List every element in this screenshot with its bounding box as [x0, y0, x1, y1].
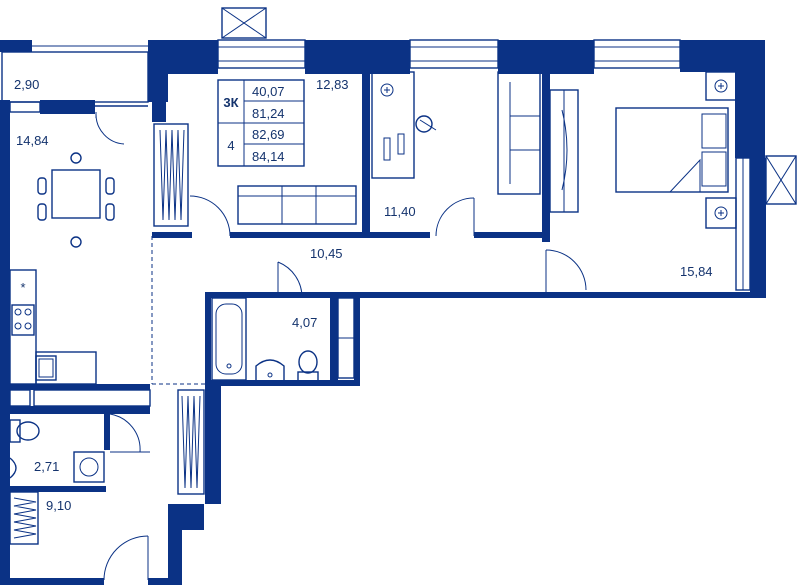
wall-bath-right	[354, 292, 360, 386]
room-area-bathroom: 4,07	[292, 315, 317, 330]
wall-study-bottom	[474, 232, 546, 238]
wall-living-left	[152, 72, 166, 122]
plan-info-table	[217, 79, 305, 167]
wall-top-corner	[680, 40, 740, 72]
plan-type-label: 3К	[223, 95, 238, 110]
window-bedroom	[593, 39, 681, 69]
wall-right-lower	[750, 158, 766, 298]
wall-entry-bottom-right	[148, 578, 182, 585]
wall-toilet-bottom	[10, 486, 106, 492]
wall-top-pier-2	[498, 40, 594, 74]
room-area-entry: 9,10	[46, 498, 71, 513]
chair-study-icon	[415, 115, 437, 133]
wall-toilet-right	[104, 414, 110, 450]
plan-area-total-full: 84,14	[252, 149, 285, 164]
door-toilet-icon	[109, 413, 150, 453]
wall-left	[0, 100, 10, 585]
room-area-study: 11,40	[384, 204, 416, 219]
room-area-balcony: 2,90	[14, 77, 39, 92]
window-balcony-kitchen	[9, 101, 41, 113]
fridge-icon: *	[20, 280, 25, 295]
dining-table-icon	[37, 152, 115, 248]
room-area-hall: 10,45	[310, 246, 343, 261]
washing-machine-icon	[73, 451, 105, 483]
vent-right-icon	[765, 155, 797, 205]
armchair-study-icon	[497, 71, 541, 195]
wall-balcony-bottom-mid	[40, 100, 95, 114]
plan-area-living: 40,07	[252, 84, 285, 99]
door-living-icon	[189, 195, 231, 237]
wall-study-bedroom	[542, 72, 550, 242]
room-area-toilet: 2,71	[34, 459, 59, 474]
wall-bath-bottom	[205, 380, 360, 386]
bed-icon	[615, 107, 729, 193]
wall-living-bottom	[230, 232, 430, 238]
door-entry-icon	[103, 535, 149, 581]
wall-top-pier-1	[305, 40, 410, 74]
stove-icon	[11, 304, 35, 336]
radiator-entry-left-icon	[9, 491, 39, 545]
wall-top-left	[0, 40, 32, 52]
wall-entry-corner	[168, 504, 182, 585]
wall-living-study	[362, 72, 370, 238]
balcony-outline	[1, 45, 149, 103]
wall-bedroom-bottom	[546, 292, 766, 298]
room-area-kitchen: 14,84	[16, 133, 49, 148]
sofa-living-icon	[237, 185, 357, 225]
door-balcony-icon	[95, 105, 148, 145]
nightstand-bottom-icon	[705, 197, 737, 229]
window-living	[217, 39, 306, 69]
plan-area-total-balcony: 82,69	[252, 127, 285, 142]
room-area-living: 12,83	[316, 77, 349, 92]
plan-area-total: 81,24	[252, 106, 285, 121]
plan-floor-label: 4	[227, 138, 234, 153]
shaft-bathroom	[337, 297, 355, 379]
radiator-entry-icon	[177, 389, 205, 495]
window-study	[409, 39, 499, 69]
toilet-bowl-icon	[9, 419, 40, 443]
bath-toilet-icon	[297, 350, 319, 383]
kitchen-sink-icon	[35, 355, 57, 381]
wall-kitchen-bottom	[10, 384, 150, 390]
toilet-sink-icon	[9, 457, 17, 479]
door-bathroom-icon	[277, 261, 303, 299]
kitchen-shelf	[9, 389, 151, 407]
door-bedroom-icon	[545, 249, 587, 292]
wall-toilet-top	[10, 406, 150, 414]
wall-right-upper	[735, 40, 765, 158]
window-bedroom-right	[735, 157, 751, 291]
wall-living-bottom-left	[152, 232, 192, 238]
bath-sink-icon	[255, 359, 285, 383]
wardrobe-bedroom-icon	[549, 89, 579, 213]
wall-bath-side	[330, 298, 338, 380]
nightstand-top-icon	[705, 71, 737, 101]
wall-bath-left	[205, 292, 211, 386]
radiator-living-icon	[153, 123, 189, 227]
bathtub-icon	[211, 297, 247, 381]
desk-icon	[371, 71, 415, 179]
wall-entry-right	[205, 386, 221, 504]
svg-text:*: *	[20, 280, 25, 295]
wall-hall-bottom	[205, 292, 547, 298]
wall-entry-bottom-left	[10, 578, 104, 585]
door-study-icon	[435, 197, 475, 237]
vent-top-icon	[221, 7, 267, 39]
room-area-bedroom: 15,84	[680, 264, 713, 279]
